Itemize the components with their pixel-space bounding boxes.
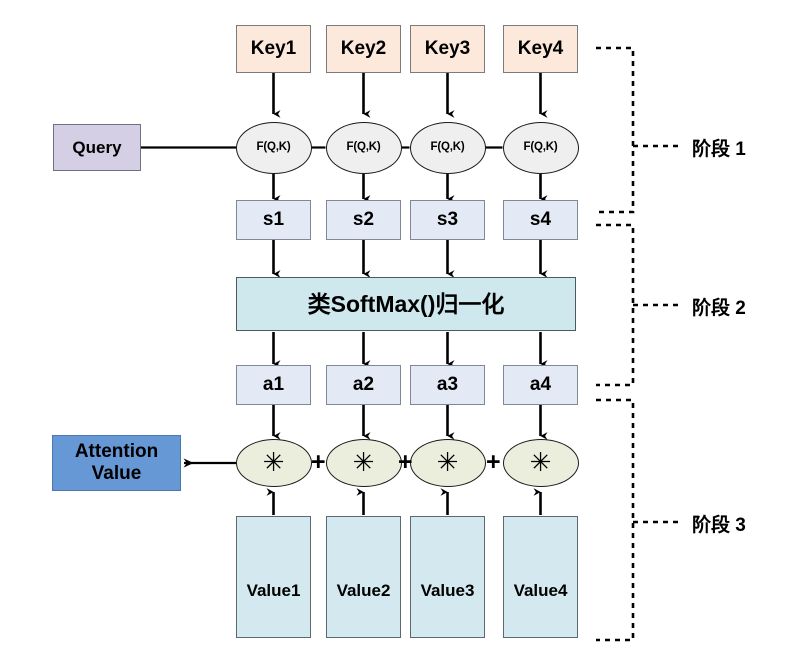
attention-value-box[interactable]: Attention Value: [52, 435, 181, 491]
weight-label: a3: [436, 374, 459, 396]
weight-box-1[interactable]: a1: [236, 365, 311, 405]
score-label: s4: [529, 209, 552, 231]
asterisk-icon: ✳: [262, 447, 285, 478]
asterisk-icon: ✳: [352, 447, 375, 478]
plus-operator-2: +: [398, 448, 413, 476]
key-label: Key3: [424, 38, 471, 60]
value-box-3[interactable]: Value3: [410, 516, 485, 638]
score-box-4[interactable]: s4: [503, 200, 578, 240]
multiply-node-1[interactable]: ✳: [235, 439, 312, 487]
similarity-label: F(Q,K): [256, 140, 291, 153]
key-box-4[interactable]: Key4: [503, 25, 578, 73]
value-box-1[interactable]: Value1: [236, 516, 311, 638]
softmax-normalization-bar[interactable]: 类SoftMax()归一化: [236, 277, 576, 331]
plus-operator-1: +: [311, 448, 326, 476]
key-label: Key4: [517, 38, 564, 60]
stage-label-1: 阶段 1: [692, 139, 746, 160]
score-box-2[interactable]: s2: [326, 200, 401, 240]
stage-label-3: 阶段 3: [692, 515, 746, 536]
score-label: s1: [262, 209, 285, 231]
score-label: s3: [436, 209, 459, 231]
similarity-node-4[interactable]: F(Q,K): [502, 121, 579, 174]
query-box[interactable]: Query: [53, 124, 141, 171]
similarity-node-2[interactable]: F(Q,K): [325, 121, 402, 174]
key-box-2[interactable]: Key2: [326, 25, 401, 73]
value-label: Value2: [336, 581, 391, 601]
weight-label: a4: [529, 374, 552, 396]
weight-box-2[interactable]: a2: [326, 365, 401, 405]
asterisk-icon: ✳: [529, 447, 552, 478]
softmax-label: 类SoftMax()归一化: [307, 290, 505, 317]
key-box-1[interactable]: Key1: [236, 25, 311, 73]
multiply-node-3[interactable]: ✳: [409, 439, 486, 487]
key-box-3[interactable]: Key3: [410, 25, 485, 73]
score-box-1[interactable]: s1: [236, 200, 311, 240]
query-label: Query: [72, 137, 122, 157]
attention-value-line1: Attention: [74, 441, 159, 463]
value-box-2[interactable]: Value2: [326, 516, 401, 638]
score-label: s2: [352, 209, 375, 231]
score-box-3[interactable]: s3: [410, 200, 485, 240]
plus-operator-3: +: [486, 448, 501, 476]
multiply-node-4[interactable]: ✳: [502, 439, 579, 487]
value-label: Value4: [513, 581, 568, 601]
similarity-label: F(Q,K): [523, 140, 558, 153]
weight-box-3[interactable]: a3: [410, 365, 485, 405]
value-label: Value3: [420, 581, 475, 601]
similarity-node-1[interactable]: F(Q,K): [235, 121, 312, 174]
key-label: Key2: [340, 38, 387, 60]
value-box-4[interactable]: Value4: [503, 516, 578, 638]
attention-value-line2: Value: [91, 463, 142, 484]
weight-box-4[interactable]: a4: [503, 365, 578, 405]
similarity-node-3[interactable]: F(Q,K): [409, 121, 486, 174]
stage-label-2: 阶段 2: [692, 298, 746, 319]
value-label: Value1: [246, 581, 301, 601]
similarity-label: F(Q,K): [346, 140, 381, 153]
asterisk-icon: ✳: [436, 447, 459, 478]
similarity-label: F(Q,K): [430, 140, 465, 153]
key-label: Key1: [250, 38, 297, 60]
weight-label: a1: [262, 374, 285, 396]
multiply-node-2[interactable]: ✳: [325, 439, 402, 487]
weight-label: a2: [352, 374, 375, 396]
